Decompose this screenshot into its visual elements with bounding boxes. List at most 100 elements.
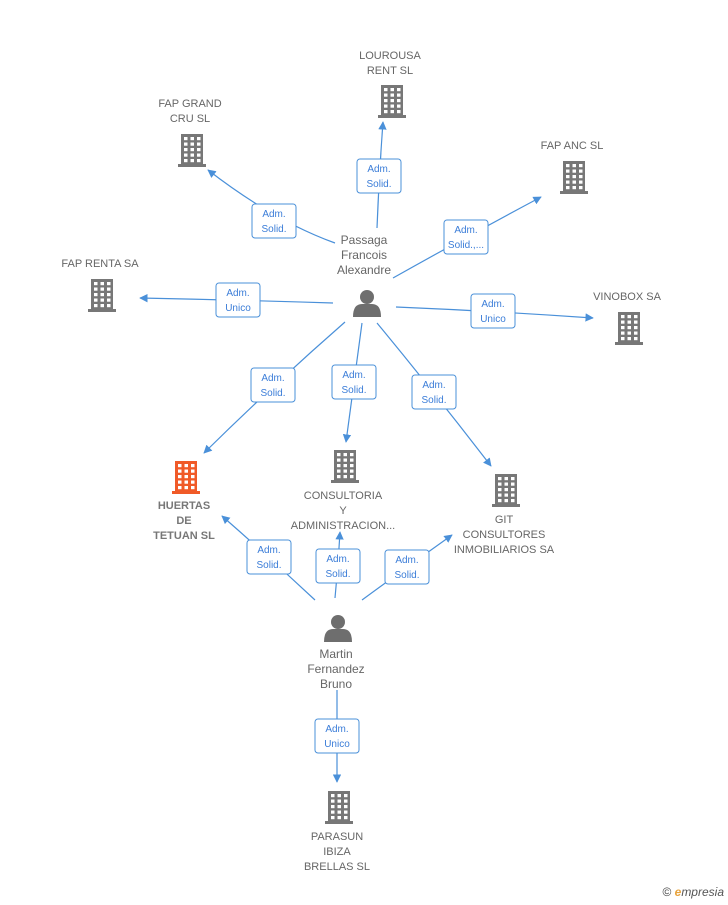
building-icon: [178, 134, 206, 167]
edge-label-box: [384, 549, 430, 585]
company-label: FAP ANC SL: [541, 140, 604, 152]
company-label-line: GIT: [495, 514, 514, 526]
edge-label-p1-c_fapanc[interactable]: Adm. Solid.,...: [443, 219, 489, 255]
company-node-c_fapanc[interactable]: FAP ANC SL: [541, 140, 604, 194]
nodes-layer: LOUROUSA RENT SL FAP GRAND CRU SL FAP ANC SL…: [61, 50, 661, 873]
edge-label-text: Solid.: [341, 385, 366, 396]
person-label-line: Martin: [319, 647, 352, 661]
company-label-line: CONSULTORIA: [304, 490, 383, 502]
edge-label-text: Adm.: [422, 380, 445, 391]
company-label-line: IBIZA: [323, 846, 351, 858]
edge-label-p1-c_vinobox[interactable]: Adm.Unico: [470, 293, 516, 329]
company-label-line: RENT SL: [367, 65, 413, 77]
edge-label-box: [356, 158, 402, 194]
company-node-c_parasun[interactable]: PARASUN IBIZA BRELLAS SL: [304, 791, 370, 873]
edge-label-p2-c_parasun[interactable]: Adm.Unico: [314, 718, 360, 754]
edge-label-box: [411, 374, 457, 410]
person-label-line: Bruno: [320, 677, 352, 691]
company-label: HUERTAS DE TETUAN SL: [153, 500, 215, 542]
company-label: PARASUN IBIZA BRELLAS SL: [304, 831, 370, 873]
company-label-line: Y: [339, 505, 347, 517]
company-label: LOUROUSA RENT SL: [359, 50, 421, 77]
building-icon: [331, 450, 359, 483]
company-label-line: PARASUN: [311, 831, 363, 843]
company-label-line: INMOBILIARIOS SA: [454, 544, 555, 556]
edge-label-text: Adm.: [326, 554, 349, 565]
company-node-c_git[interactable]: GIT CONSULTORES INMOBILIARIOS SA: [454, 474, 555, 556]
copyright-symbol: ©: [662, 885, 672, 899]
edge-label-text: Adm.: [342, 370, 365, 381]
edge-label-p1-c_consultoria[interactable]: Adm. Solid.: [331, 364, 377, 400]
edge-label-box: [215, 282, 261, 318]
edge-label-box: [250, 367, 296, 403]
building-icon: [172, 461, 200, 494]
edge-label-text: Adm.: [395, 555, 418, 566]
edge-label-text: Solid.: [325, 569, 350, 580]
edge-label-text: Solid.: [366, 179, 391, 190]
company-label-line: ADMINISTRACION...: [291, 520, 396, 532]
edge-label-text: Solid.: [421, 395, 446, 406]
edge-label-text: Solid.: [256, 560, 281, 571]
company-label-line: FAP GRAND: [158, 98, 221, 110]
edge-label-p1-c_fapgrand[interactable]: Adm. Solid.: [251, 203, 297, 239]
building-icon: [615, 312, 643, 345]
company-label-line: BRELLAS SL: [304, 861, 370, 873]
edge-labels-layer: Adm.Solid.Adm.Solid.Adm.Solid.,...Adm.Un…: [215, 158, 516, 754]
company-label-line: DE: [176, 515, 191, 527]
brand-logo-initial: e: [674, 885, 682, 899]
company-label: FAP RENTA SA: [61, 258, 139, 270]
company-label: FAP GRAND CRU SL: [158, 98, 221, 125]
edge-label-box: [331, 364, 377, 400]
edge-label-text: Unico: [225, 303, 251, 314]
company-node-c_fapgrand[interactable]: FAP GRAND CRU SL: [158, 98, 222, 167]
edge-label-box: [315, 548, 361, 584]
building-icon: [325, 791, 353, 824]
company-node-c_lourousa[interactable]: LOUROUSA RENT SL: [359, 50, 422, 118]
edge-label-p2-c_git[interactable]: Adm. Solid.: [384, 549, 430, 585]
company-label-line: CRU SL: [170, 113, 210, 125]
edges-layer: [139, 121, 594, 783]
edge-label-p1-c_faprenta[interactable]: Adm.Unico: [215, 282, 261, 318]
footer-brand: © empresia: [662, 885, 724, 899]
company-label-line: TETUAN SL: [153, 530, 215, 542]
company-label-line: CONSULTORES: [463, 529, 546, 541]
edge-label-text: Solid.: [260, 388, 285, 399]
edge-label-p1-c_git[interactable]: Adm. Solid.: [411, 374, 457, 410]
company-node-c_vinobox[interactable]: VINOBOX SA: [593, 291, 662, 345]
building-icon: [560, 161, 588, 194]
edge-label-text: Solid.: [394, 570, 419, 581]
edge-label-p1-c_lourousa[interactable]: Adm.Solid.: [356, 158, 402, 194]
edge-label-p2-c_consultoria[interactable]: Adm. Solid.: [315, 548, 361, 584]
company-node-c_consultoria[interactable]: CONSULTORIA Y ADMINISTRACION...: [291, 450, 396, 532]
edge-label-box: [443, 219, 489, 255]
company-label: VINOBOX SA: [593, 291, 662, 303]
company-node-c_faprenta[interactable]: FAP RENTA SA: [61, 258, 139, 312]
building-icon: [492, 474, 520, 507]
person-label-line: Fernandez: [307, 662, 364, 676]
edge-label-text: Adm.: [454, 225, 477, 236]
person-label-line: Alexandre: [337, 263, 391, 277]
edge-label-p1-c_huertas[interactable]: Adm. Solid.: [250, 367, 296, 403]
edge-label-text: Adm.: [257, 545, 280, 556]
edge-label-text: Adm.: [262, 209, 285, 220]
company-label-line: FAP RENTA SA: [61, 258, 139, 270]
brand-logo-text: mpresia: [681, 885, 724, 899]
edge-label-p2-c_huertas[interactable]: Adm. Solid.: [246, 539, 292, 575]
company-label-line: LOUROUSA: [359, 50, 421, 62]
person-icon: [324, 615, 352, 642]
company-label-line: HUERTAS: [158, 500, 210, 512]
company-node-c_huertas[interactable]: HUERTAS DE TETUAN SL: [153, 461, 215, 542]
building-icon: [378, 85, 406, 118]
edge-label-text: Unico: [324, 739, 350, 750]
company-label: CONSULTORIA Y ADMINISTRACION...: [291, 490, 396, 532]
company-label: GIT CONSULTORES INMOBILIARIOS SA: [454, 514, 555, 556]
edge-label-text: Solid.,...: [448, 240, 484, 251]
building-icon: [88, 279, 116, 312]
edge-label-text: Solid.: [261, 224, 286, 235]
edge-label-text: Unico: [480, 314, 506, 325]
edge-label-text: Adm.: [261, 373, 284, 384]
